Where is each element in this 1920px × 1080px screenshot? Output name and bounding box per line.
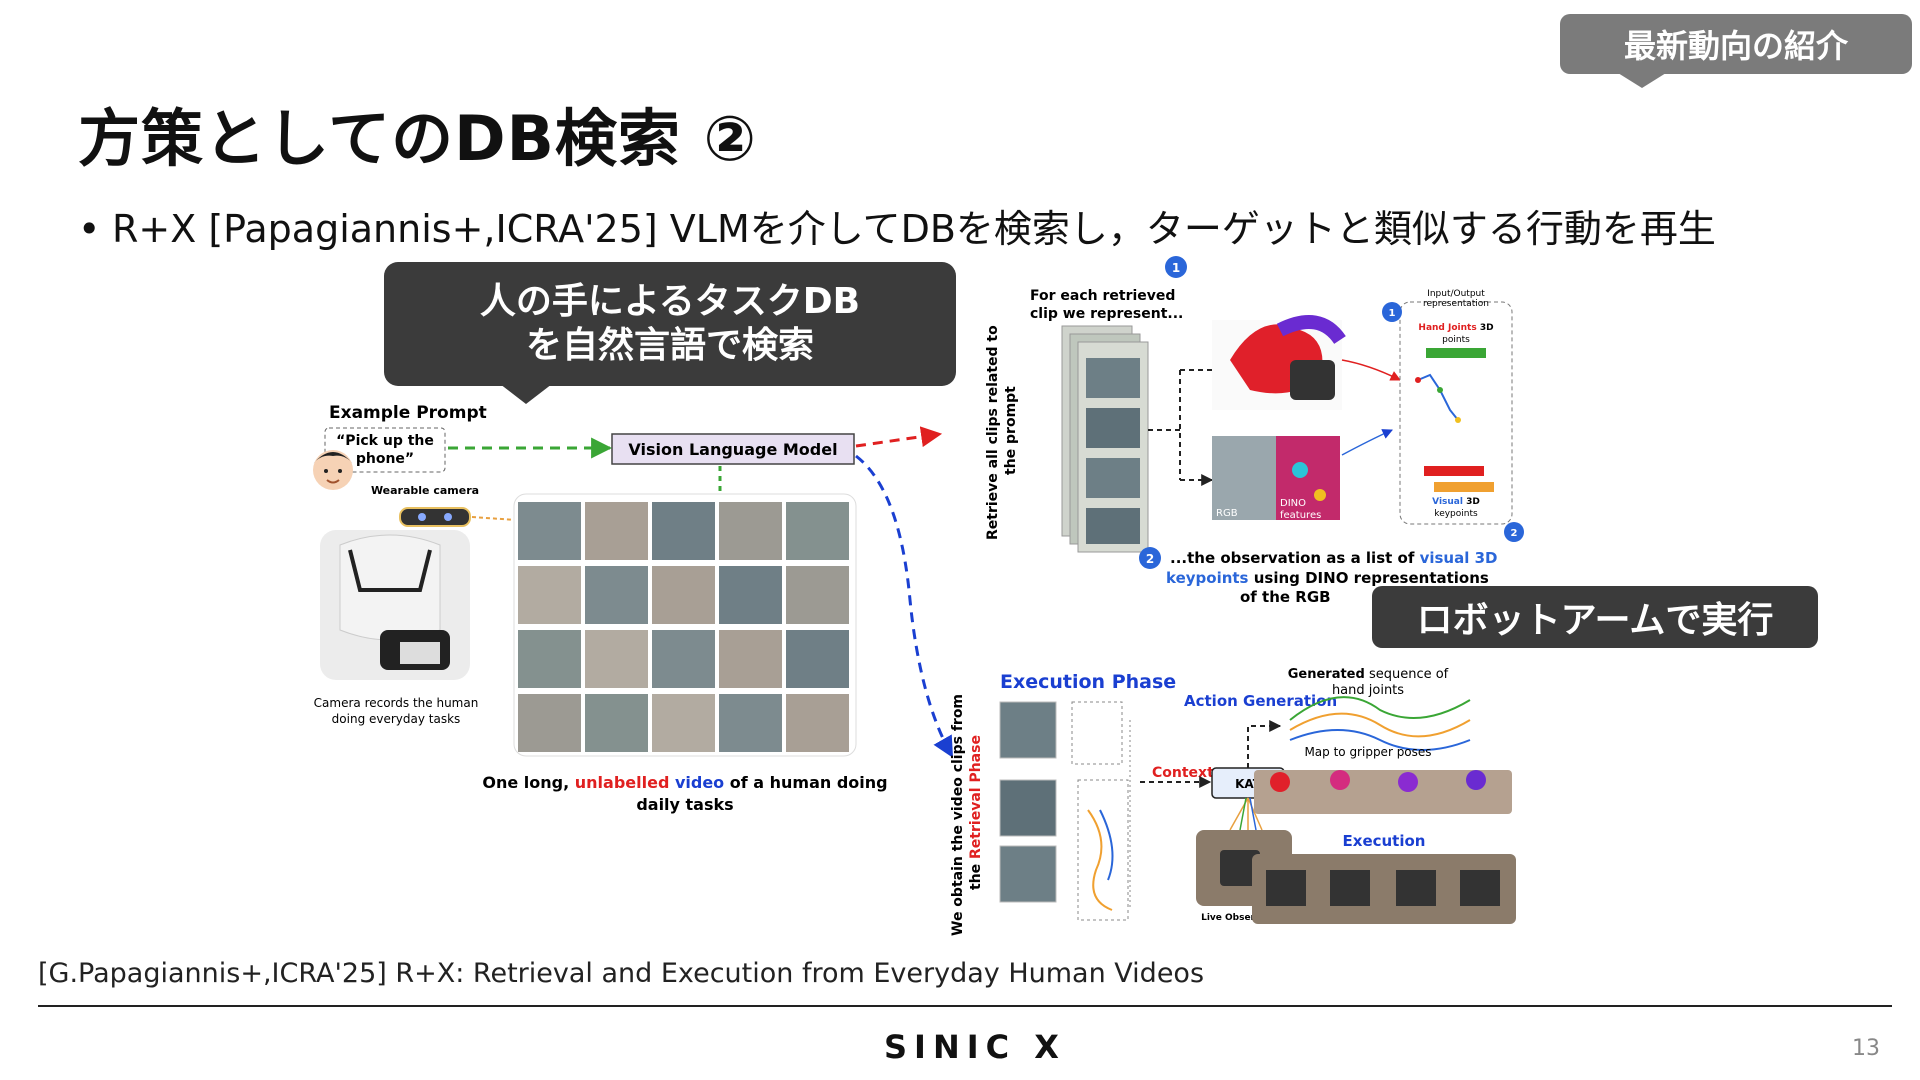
- video-thumbnail: [786, 630, 849, 688]
- execution-label: Execution: [1343, 832, 1426, 850]
- prompt-line-1: “Pick up the: [336, 433, 434, 449]
- bullet-line: •R+X [Papagiannis+,ICRA'25] VLMを介してDBを検索…: [78, 198, 1716, 253]
- hand-joints-bar: [1426, 348, 1486, 358]
- camera-icon: [399, 507, 471, 527]
- badge-2-obs: [1139, 547, 1161, 569]
- context-label: Context: [1152, 765, 1214, 781]
- badge-1-io-label: 1: [1389, 308, 1396, 319]
- video-thumbnail: [518, 502, 581, 560]
- vlm-label: Vision Language Model: [628, 440, 837, 459]
- video-thumbnail: [518, 694, 581, 752]
- dino-label-2: features: [1280, 510, 1321, 521]
- wearable-camera-label: Wearable camera: [371, 484, 479, 497]
- io-label-1: Input/Output: [1427, 289, 1485, 299]
- visual-bar-orange: [1434, 482, 1494, 492]
- video-thumbnail: [585, 630, 648, 688]
- video-thumbnail: [719, 502, 782, 560]
- video-thumbnail: [585, 566, 648, 624]
- footer-rule: [38, 1005, 1892, 1007]
- video-caption-line-2: daily tasks: [636, 795, 733, 814]
- red-arrow: [855, 426, 943, 448]
- execution-frames: [1252, 854, 1516, 924]
- map-gripper-label: Map to gripper poses: [1304, 745, 1431, 759]
- retrieve-rotated-2: the prompt: [1003, 386, 1019, 475]
- video-caption-line-1: One long, unlabelled video of a human do…: [482, 773, 887, 792]
- retrieved-clip-stack: [1061, 325, 1149, 553]
- visual-3d-label: Visual 3D: [1432, 497, 1480, 507]
- rgb-label: RGB: [1216, 508, 1238, 519]
- for-each-line-2: clip we represent...: [1030, 306, 1183, 322]
- video-thumbnail: [652, 630, 715, 688]
- context-clip-frames: [999, 701, 1131, 921]
- hand-joint-trajectories: [1289, 696, 1471, 751]
- video-thumbnail: [719, 630, 782, 688]
- generated-seq-line-1: Generated sequence of: [1288, 667, 1449, 682]
- action-generation-label: Action Generation: [1184, 692, 1337, 710]
- blue-arrow: [855, 454, 954, 758]
- video-thumbnail: [652, 502, 715, 560]
- hand-joints-label: Hand Joints 3D: [1418, 323, 1493, 333]
- live-observation-label: Live Observation: [1201, 913, 1287, 923]
- paper-figure: Example Prompt “Pick up the phone” Visio…: [300, 250, 1640, 940]
- camera-caption-1: Camera records the human: [314, 696, 479, 710]
- obtain-rotated-2: the Retrieval Phase: [968, 735, 984, 890]
- prompt-line-2: phone”: [356, 451, 414, 467]
- dino-label-1: DINO: [1280, 498, 1306, 509]
- citation: [G.Papagiannis+,ICRA'25] R+X: Retrieval …: [38, 958, 1205, 989]
- video-thumbnail: [786, 502, 849, 560]
- video-thumbnail: [652, 694, 715, 752]
- callout-human-task-db: 人の手によるタスクDB を自然言語で検索: [384, 262, 956, 404]
- video-thumbnail: [585, 694, 648, 752]
- obs-text-line-2: keypoints using DINO representations: [1166, 569, 1489, 587]
- callout-robot-text: ロボットアームで実行: [1416, 600, 1774, 641]
- callout-line-2: を自然言語で検索: [525, 325, 814, 366]
- section-tag: 最新動向の紹介: [1560, 14, 1912, 88]
- vlm-box: [611, 433, 855, 465]
- video-thumbnail: [719, 566, 782, 624]
- page-number: 13: [1852, 1036, 1880, 1061]
- slide-title: 方策としてのDB検索 ②: [78, 102, 757, 175]
- hand-joints-render: [1212, 315, 1346, 410]
- bullet-text: R+X [Papagiannis+,ICRA'25] VLMを介してDBを検索し…: [112, 207, 1716, 251]
- callout-robot-arm: ロボットアームで実行: [1372, 586, 1818, 648]
- badge-2-io: [1504, 522, 1524, 542]
- video-thumbnail: [786, 694, 849, 752]
- retrieve-rotated-1: Retrieve all clips related to: [985, 325, 1001, 540]
- generated-seq-line-2: hand joints: [1332, 683, 1404, 698]
- badge-2-obs-label: 2: [1146, 552, 1154, 566]
- figure-svg: Example Prompt “Pick up the phone” Visio…: [313, 256, 1524, 936]
- video-thumbnail: [652, 566, 715, 624]
- gripper-pose-strip: [1254, 770, 1512, 814]
- rgb-dino-panel: [1212, 436, 1340, 520]
- visual-bar-red: [1424, 466, 1484, 476]
- person-illustration: [320, 530, 470, 680]
- video-thumbnail: [585, 502, 648, 560]
- video-frame-grid: [513, 493, 857, 757]
- video-thumbnail: [719, 694, 782, 752]
- obtain-rotated-1: We obtain the video clips from: [950, 694, 966, 936]
- badge-1-top: [1165, 256, 1187, 278]
- bullet-dot: •: [78, 207, 101, 251]
- keypoints-small-label: keypoints: [1434, 509, 1478, 519]
- split-arrows: [1148, 369, 1212, 480]
- camera-caption-2: doing everyday tasks: [332, 712, 461, 726]
- obs-text-line-1: ...the observation as a list of visual 3…: [1170, 549, 1497, 567]
- execution-phase-title: Execution Phase: [1000, 671, 1176, 693]
- prompt-box: [324, 427, 446, 473]
- badge-1-io: [1382, 302, 1402, 322]
- obs-text-line-3: of the RGB: [1240, 588, 1331, 606]
- for-each-line-1: For each retrieved: [1030, 288, 1175, 304]
- badge-2-io-label: 2: [1511, 528, 1518, 539]
- callout-line-1: 人の手によるタスクDB: [479, 281, 861, 322]
- company-logo: SINIC X: [884, 1028, 1066, 1066]
- video-thumbnail: [518, 630, 581, 688]
- video-thumbnail: [786, 566, 849, 624]
- example-prompt-label: Example Prompt: [329, 403, 487, 423]
- video-thumbnail: [518, 566, 581, 624]
- user-avatar-icon: [313, 450, 353, 490]
- io-label-2: representation: [1423, 299, 1489, 309]
- badge-1-top-label: 1: [1172, 261, 1180, 275]
- points-label: points: [1442, 335, 1470, 345]
